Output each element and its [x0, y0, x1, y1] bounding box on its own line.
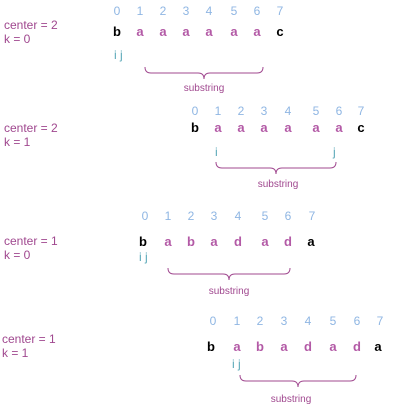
char-0: b [139, 234, 147, 249]
char-7: c [357, 120, 365, 135]
k-label: k = 1 [2, 346, 29, 360]
char-7: a [374, 339, 382, 354]
char-6: d [284, 234, 292, 249]
index-1: 1 [214, 104, 222, 118]
char-1: a [214, 120, 222, 135]
index-1: 1 [136, 4, 144, 18]
substring-label: substring [270, 394, 312, 405]
index-6: 6 [353, 314, 361, 328]
index-4: 4 [284, 104, 292, 118]
char-1: a [136, 24, 144, 39]
index-1: 1 [164, 209, 172, 223]
index-6: 6 [335, 104, 343, 118]
index-3: 3 [280, 314, 288, 328]
char-2: b [187, 234, 195, 249]
index-0: 0 [209, 314, 217, 328]
char-4: d [304, 339, 312, 354]
char-2: a [237, 120, 245, 135]
index-0: 0 [141, 209, 149, 223]
center-label: center = 1 [2, 332, 56, 346]
k-label: k = 1 [4, 135, 31, 149]
k-label: k = 0 [4, 248, 31, 262]
index-6: 6 [253, 4, 261, 18]
substring-label: substring [208, 286, 250, 297]
index-6: 6 [284, 209, 292, 223]
index-4: 4 [304, 314, 312, 328]
index-1: 1 [233, 314, 241, 328]
index-2: 2 [159, 4, 167, 18]
k-label: k = 0 [4, 32, 31, 46]
index-2: 2 [237, 104, 245, 118]
index-5: 5 [329, 314, 337, 328]
char-7: a [307, 234, 315, 249]
index-5: 5 [312, 104, 320, 118]
index-4: 4 [205, 4, 213, 18]
char-6: a [253, 24, 261, 39]
index-2: 2 [187, 209, 195, 223]
index-0: 0 [113, 4, 121, 18]
pointer-ij: i j [139, 250, 148, 264]
char-6: d [353, 339, 361, 354]
index-7: 7 [357, 104, 365, 118]
pointer-j: j [333, 145, 336, 159]
char-0: b [207, 339, 215, 354]
substring-label: substring [257, 179, 299, 190]
char-2: b [256, 339, 264, 354]
index-4: 4 [234, 209, 242, 223]
center-label: center = 1 [4, 234, 58, 248]
pointer-i: i [215, 145, 218, 159]
char-3: a [280, 339, 288, 354]
char-4: a [284, 120, 292, 135]
char-1: a [164, 234, 172, 249]
center-label: center = 2 [4, 121, 58, 135]
index-7: 7 [308, 209, 316, 223]
index-7: 7 [376, 314, 384, 328]
index-7: 7 [276, 4, 284, 18]
index-3: 3 [260, 104, 268, 118]
index-5: 5 [230, 4, 238, 18]
index-2: 2 [256, 314, 264, 328]
char-2: a [159, 24, 167, 39]
char-3: a [210, 234, 218, 249]
char-4: a [205, 24, 213, 39]
char-5: a [329, 339, 337, 354]
char-3: a [260, 120, 268, 135]
char-5: a [230, 24, 238, 39]
index-3: 3 [210, 209, 218, 223]
index-3: 3 [182, 4, 190, 18]
substring-label: substring [183, 83, 225, 94]
char-0: b [191, 120, 199, 135]
char-5: a [261, 234, 269, 249]
center-label: center = 2 [4, 18, 58, 32]
char-1: a [233, 339, 241, 354]
char-7: c [276, 24, 284, 39]
char-3: a [182, 24, 190, 39]
index-5: 5 [261, 209, 269, 223]
char-4: d [234, 234, 242, 249]
index-0: 0 [191, 104, 199, 118]
char-6: a [335, 120, 343, 135]
pointer-ij: i j [232, 357, 241, 371]
char-0: b [113, 24, 121, 39]
pointer-ij: i j [114, 48, 123, 62]
char-5: a [312, 120, 320, 135]
